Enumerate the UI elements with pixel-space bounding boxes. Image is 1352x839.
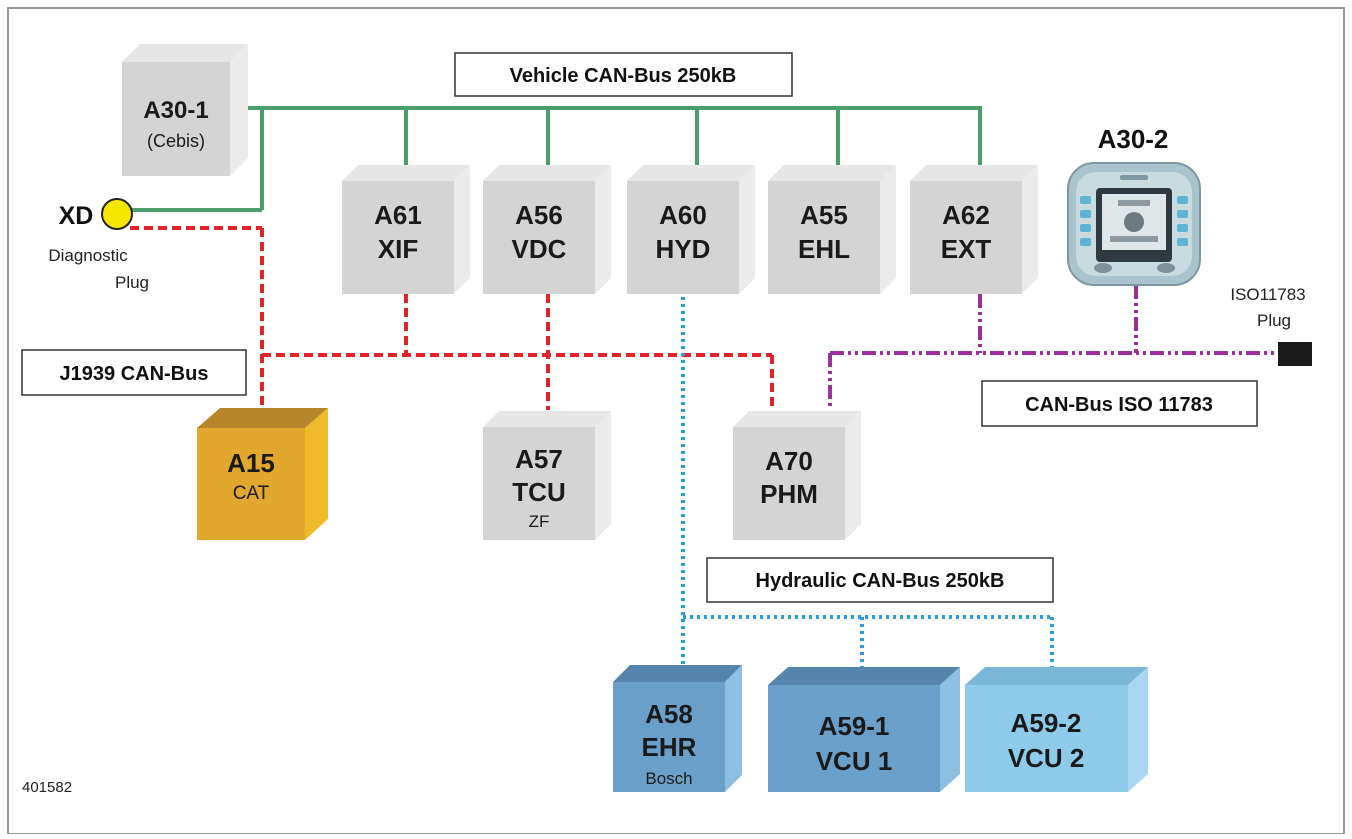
- a59-2-name: VCU 2: [1008, 743, 1085, 773]
- a30-1-code: A30-1: [143, 97, 208, 124]
- unit-a61: A61 XIF: [342, 165, 470, 294]
- unit-a59-1: A59-1 VCU 1: [768, 667, 960, 792]
- unit-a62: A62 EXT: [910, 165, 1038, 294]
- hydraulic-bus-label: Hydraulic CAN-Bus 250kB: [756, 570, 1005, 592]
- unit-a59-2: A59-2 VCU 2: [965, 667, 1148, 792]
- a56-name: VDC: [512, 234, 567, 264]
- a70-name: PHM: [760, 479, 818, 509]
- terminal-a30-2: A30-2: [1067, 124, 1201, 286]
- a58-code: A58: [645, 699, 693, 729]
- terminal-code: A30-2: [1098, 124, 1169, 154]
- a61-code: A61: [374, 200, 422, 230]
- iso-plug-icon: [1278, 342, 1312, 366]
- diag-code: XD: [59, 202, 94, 230]
- a60-name: HYD: [656, 234, 711, 264]
- diagnostic-plug: XD Diagnostic Plug: [48, 198, 149, 292]
- a58-name: EHR: [642, 732, 697, 762]
- a62-name: EXT: [941, 234, 992, 264]
- a70-code: A70: [765, 446, 813, 476]
- diagnostic-plug-icon: [101, 198, 133, 230]
- j1939-bus-label: J1939 CAN-Bus: [60, 363, 209, 385]
- vehicle-bus-label-box: Vehicle CAN-Bus 250kB: [454, 52, 793, 97]
- a55-name: EHL: [798, 234, 850, 264]
- iso-plug-label-1: ISO11783: [1230, 285, 1305, 304]
- vehicle-bus-label: Vehicle CAN-Bus 250kB: [510, 65, 737, 87]
- hydraulic-bus-label-box: Hydraulic CAN-Bus 250kB: [706, 557, 1054, 603]
- diag-label-1: Diagnostic: [48, 246, 128, 265]
- a57-code: A57: [515, 444, 563, 474]
- unit-a70: A70 PHM: [733, 411, 861, 540]
- a58-sub: Bosch: [645, 769, 692, 788]
- a59-2-code: A59-2: [1011, 708, 1082, 738]
- a15-code: A15: [227, 448, 275, 478]
- unit-a15: A15 CAT: [197, 408, 328, 540]
- a61-name: XIF: [378, 234, 418, 264]
- a57-name: TCU: [512, 477, 565, 507]
- unit-a58: A58 EHR Bosch: [613, 665, 742, 792]
- a55-code: A55: [800, 200, 848, 230]
- iso-plug: ISO11783 Plug: [1230, 285, 1312, 366]
- hydraulic-can-bus-lines: [681, 290, 1054, 668]
- iso-bus-label-box: CAN-Bus ISO 11783: [981, 380, 1258, 427]
- diag-label-2: Plug: [115, 273, 149, 292]
- a59-1-code: A59-1: [819, 711, 890, 741]
- a57-sub: ZF: [529, 512, 550, 531]
- unit-a30-1: A30-1 (Cebis): [122, 44, 248, 176]
- j1939-bus-label-box: J1939 CAN-Bus: [21, 349, 247, 396]
- unit-a57: A57 TCU ZF: [483, 411, 611, 540]
- unit-a60: A60 HYD: [627, 165, 755, 294]
- a15-sub: CAT: [233, 483, 270, 504]
- a30-1-sub: (Cebis): [147, 131, 205, 151]
- a59-1-name: VCU 1: [816, 746, 893, 776]
- j1939-can-bus-lines: [130, 226, 774, 422]
- unit-a55: A55 EHL: [768, 165, 896, 294]
- a60-code: A60: [659, 200, 707, 230]
- unit-a56: A56 VDC: [483, 165, 611, 294]
- a56-code: A56: [515, 200, 563, 230]
- figure-id: 401582: [22, 779, 72, 796]
- vehicle-can-bus-lines: [130, 106, 982, 212]
- iso-bus-label: CAN-Bus ISO 11783: [1025, 394, 1213, 416]
- a62-code: A62: [942, 200, 990, 230]
- terminal-device-icon: [1067, 162, 1201, 286]
- iso-can-bus-lines: [828, 285, 1278, 410]
- iso-plug-label-2: Plug: [1257, 311, 1291, 330]
